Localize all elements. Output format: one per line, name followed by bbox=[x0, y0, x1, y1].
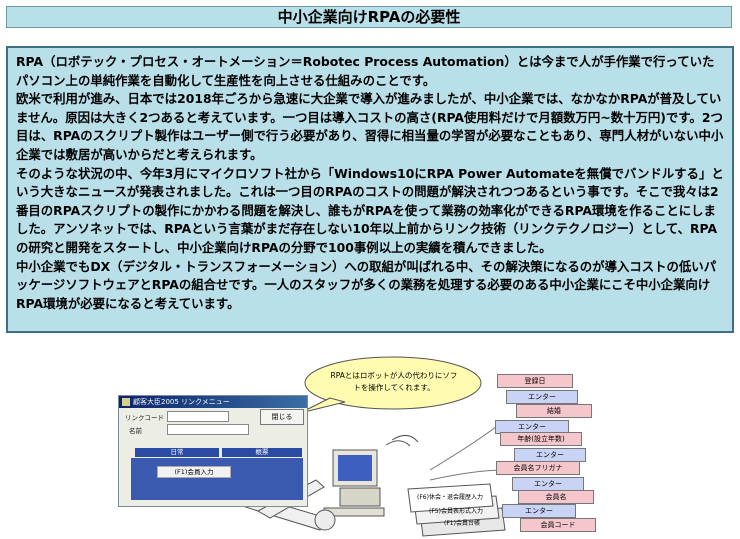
rpa-illustration bbox=[183, 356, 506, 537]
paragraph-dx: 中小企業でもDX（デジタル・トランスフォーメーション）への取組が叫ばれる中、その… bbox=[16, 258, 717, 311]
card-enter-4: エンター bbox=[512, 477, 584, 491]
card-member-code: 会員コード bbox=[520, 518, 596, 532]
document-stack bbox=[407, 483, 506, 537]
card-member-kana: 会員名フリガナ bbox=[496, 461, 580, 475]
card-marriage: 結婚 bbox=[516, 404, 592, 418]
card-member-name: 会員名 bbox=[518, 490, 594, 504]
name-input[interactable] bbox=[167, 424, 249, 435]
close-button[interactable]: 閉じる bbox=[260, 409, 304, 425]
doc-withdrawal-history: (F6)休会・退会履歴入力 bbox=[417, 494, 483, 501]
paragraph-rpa-definition: RPA（ロボテック・プロセス・オートメーション＝Robotec Process … bbox=[16, 54, 715, 88]
window-titlebar: 顧客大臣2005 リンクメニュー bbox=[119, 396, 307, 408]
card-age: 年齢(設立年数) bbox=[500, 432, 582, 446]
tab-daily[interactable]: 日常 bbox=[135, 448, 219, 457]
code-input[interactable] bbox=[167, 411, 229, 422]
card-enter-5: エンター bbox=[502, 504, 576, 518]
card-enter-1: エンター bbox=[506, 390, 578, 404]
explanation-box: RPA（ロボテック・プロセス・オートメーション＝Robotec Process … bbox=[6, 46, 734, 333]
card-enter-3: エンター bbox=[514, 448, 586, 462]
name-label: 名前 bbox=[129, 427, 142, 435]
menu-list bbox=[131, 458, 303, 500]
menu-item-member-input[interactable]: (F1)会員入力 bbox=[157, 466, 231, 478]
paragraph-power-automate: そのような状況の中、今年3月にマイクロソフト社から「Windows10にRPA … bbox=[16, 165, 724, 255]
speech-bubble bbox=[299, 356, 482, 414]
doc-member-table-input: (F5)会員表形式入力 bbox=[429, 508, 483, 515]
window-title: 顧客大臣2005 リンクメニュー bbox=[133, 398, 230, 406]
speech-bubble-text: RPAとはロボットが人の代わりにソフトを操作してくれます。 bbox=[330, 371, 458, 392]
doc-member-ledger: (F1)会員台帳 bbox=[444, 520, 480, 527]
tab-reports[interactable]: 帳票 bbox=[222, 448, 302, 457]
code-label: リンクコード bbox=[125, 414, 164, 422]
card-registration-date: 登録日 bbox=[497, 374, 573, 388]
app-icon bbox=[122, 398, 130, 406]
page-title: 中小企業向けRPAの必要性 bbox=[6, 6, 732, 28]
connector-lines bbox=[429, 419, 506, 481]
paragraph-rpa-adoption: 欧米で利用が進み、日本では2018年ごろから急速に大企業で導入が進みましたが、中… bbox=[16, 91, 724, 162]
computer-icon bbox=[323, 449, 385, 517]
